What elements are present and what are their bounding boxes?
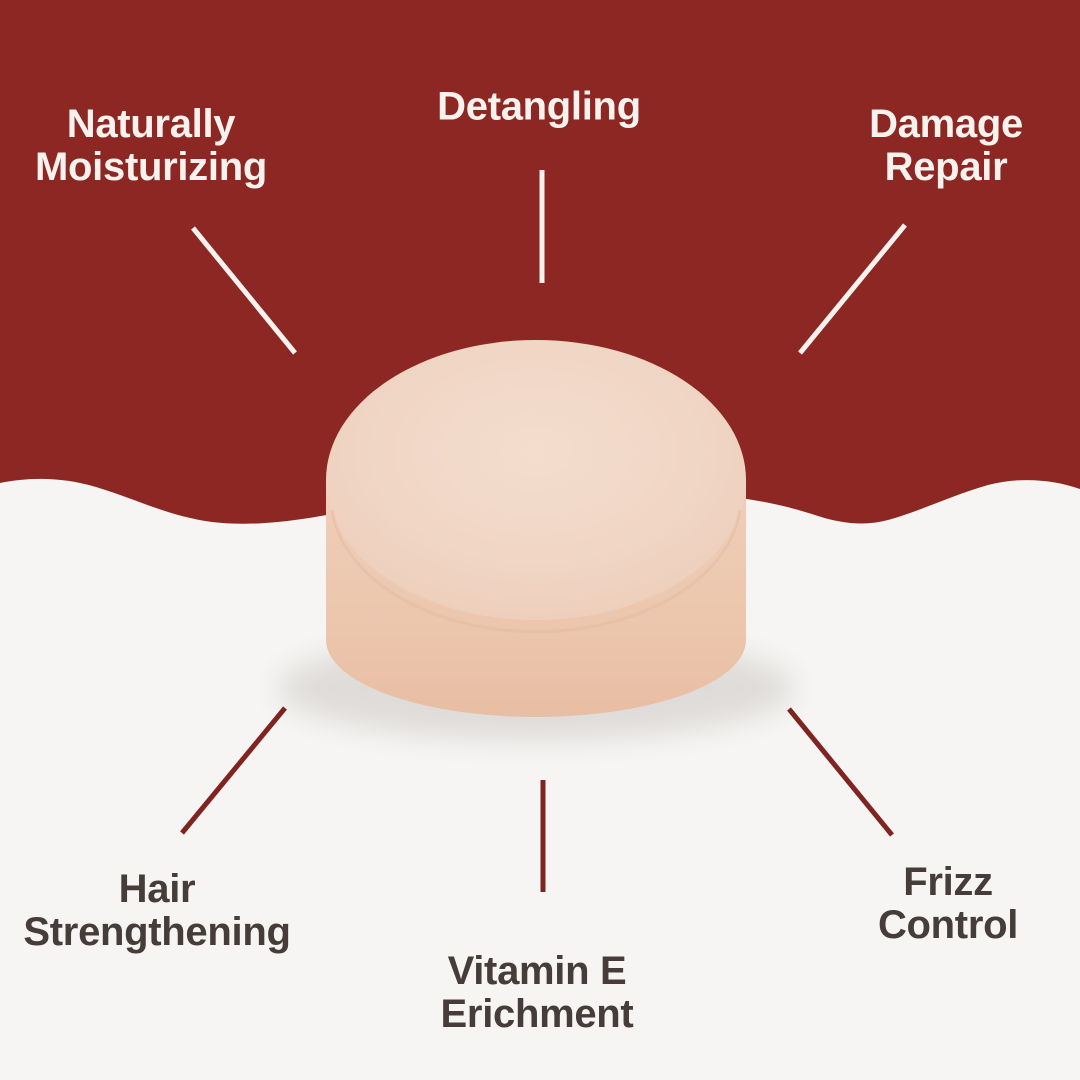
- connector-hair-strengthening: [180, 706, 287, 835]
- connector-frizz-control: [787, 707, 894, 837]
- product-bar-rim: [330, 509, 742, 634]
- feature-label-naturally-moisturizing: Naturally Moisturizing: [35, 103, 267, 189]
- feature-label-line: Strengthening: [23, 910, 291, 954]
- feature-label-frizz-control: Frizz Control: [878, 861, 1018, 947]
- feature-label-line: Naturally: [66, 102, 236, 147]
- feature-label-line: Hair: [118, 867, 196, 912]
- feature-label-line: Detangling: [437, 84, 641, 129]
- feature-label-vitamin-e-erichment: Vitamin E Erichment: [441, 950, 634, 1036]
- connector-damage-repair: [798, 223, 907, 355]
- feature-label-line: Moisturizing: [35, 145, 267, 189]
- connector-naturally-moisturizing: [191, 226, 297, 355]
- feature-label-detangling: Detangling: [437, 84, 641, 129]
- feature-label-line: Repair: [884, 145, 1008, 189]
- feature-label-line: Vitamin E: [447, 949, 627, 994]
- feature-label-line: Erichment: [440, 992, 634, 1036]
- feature-label-hair-strengthening: Hair Strengthening: [23, 867, 291, 954]
- feature-label-line: Frizz: [903, 860, 993, 905]
- feature-label-line: Damage: [869, 102, 1023, 147]
- feature-label-damage-repair: Damage Repair: [869, 103, 1023, 189]
- feature-label-line: Control: [877, 903, 1019, 947]
- wave-background: [0, 478, 1080, 1080]
- product-bar-top: [326, 340, 746, 620]
